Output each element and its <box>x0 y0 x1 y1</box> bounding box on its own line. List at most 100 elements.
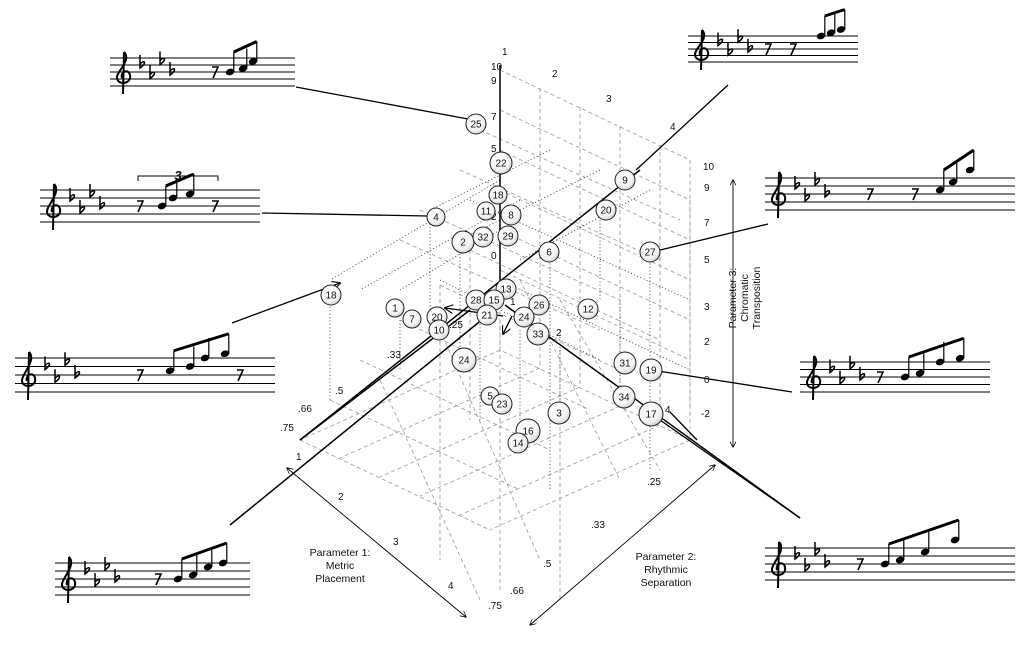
motif-node-label: 2 <box>460 238 466 249</box>
rest-icon <box>867 188 875 201</box>
note-beam <box>824 8 846 18</box>
note-beam <box>888 518 960 546</box>
rhythmic-tick: 2 <box>552 69 558 80</box>
inner-ticks: 10 9 7 5 2 0 .25 1 2 4 <box>449 62 671 416</box>
axis-arrows <box>287 180 733 625</box>
motif-node-label: 19 <box>645 366 657 377</box>
motif-node-label: 29 <box>502 232 514 243</box>
motif-node: 27 <box>639 241 661 263</box>
motif-node: 9 <box>614 169 636 191</box>
staff-fragment <box>55 541 250 604</box>
flat-sign-icon <box>104 557 111 572</box>
note-icon <box>920 548 930 556</box>
note-icon <box>955 354 965 362</box>
motif-node-disc <box>538 241 560 263</box>
motif-node-label: 14 <box>512 439 524 450</box>
motif-node-disc <box>476 304 498 326</box>
metric-tick: 3 <box>393 537 399 548</box>
note-icon <box>225 68 235 76</box>
tuplet-number: 3 <box>174 168 182 183</box>
inner-tick: 7 <box>491 112 497 123</box>
rhythmic-tick: 3 <box>606 94 612 105</box>
flat-sign-icon <box>839 370 846 386</box>
motif-node-disc <box>612 385 636 409</box>
motif-node-disc <box>639 358 663 382</box>
flat-sign-icon <box>84 561 91 576</box>
staff-fragment <box>110 40 295 95</box>
motif-node-label: 34 <box>618 393 630 404</box>
chromatic-tick: 10 <box>703 162 715 173</box>
flat-sign-icon <box>79 200 86 215</box>
motif-node: 23 <box>491 393 513 415</box>
motif-node-label: 17 <box>645 410 657 421</box>
metric-tick: .33 <box>387 350 401 361</box>
flat-sign-icon <box>717 32 724 47</box>
motif-node: 3 <box>547 401 571 425</box>
motif-node: 10 <box>428 319 450 341</box>
motif-node-label: 24 <box>458 356 470 367</box>
inner-tick: 9 <box>491 76 497 87</box>
motif-node: 7 <box>402 309 422 329</box>
motif-node-label: 9 <box>622 176 628 187</box>
note-icon <box>165 367 175 375</box>
note-beam <box>942 148 975 172</box>
note-icon <box>895 556 905 564</box>
motif-node-label: 8 <box>508 211 514 222</box>
motif-node-label: 31 <box>619 359 631 370</box>
note-icon <box>836 26 846 33</box>
motif-node-disc <box>426 207 446 227</box>
motif-node-label: 3 <box>556 409 562 420</box>
rhythmic-tick: .25 <box>647 477 661 488</box>
flat-sign-icon <box>814 172 821 187</box>
motif-node: 26 <box>528 294 550 316</box>
staff-fragment <box>765 518 1015 589</box>
note-icon <box>188 571 198 579</box>
rhythmic-tick: 4 <box>670 122 676 133</box>
motif-node-label: 20 <box>600 206 612 217</box>
motif-node-disc <box>614 169 636 191</box>
treble-clef-icon <box>771 171 787 219</box>
note-icon <box>826 29 836 37</box>
motif-node-disc <box>476 201 496 221</box>
flat-sign-icon <box>64 352 71 367</box>
treble-clef-icon <box>21 351 37 401</box>
flat-sign-icon <box>849 355 856 371</box>
flat-sign-icon <box>54 369 61 384</box>
motif-node: 24 <box>451 347 477 373</box>
motif-node-disc <box>489 151 513 175</box>
chromatic-tick: 9 <box>704 183 710 194</box>
metric-title-line: Metric <box>326 560 355 572</box>
motif-node-label: 7 <box>409 315 415 326</box>
motif-node-disc <box>528 294 550 316</box>
flat-sign-icon <box>747 39 754 54</box>
motif-node-disc <box>488 185 508 205</box>
motif-node-label: 6 <box>546 248 552 259</box>
rhythmic-title-line: Separation <box>641 577 692 589</box>
rhythmic-axis-title: Parameter 2: Rhythmic Separation <box>636 551 697 589</box>
motif-node: 11 <box>476 201 496 221</box>
treble-clef-icon <box>806 355 822 401</box>
motif-node-label: 20 <box>431 313 443 324</box>
metric-tick: 4 <box>448 581 454 592</box>
note-beam <box>908 336 965 359</box>
flat-sign-icon <box>74 365 81 380</box>
flat-sign-icon <box>114 569 121 584</box>
rhythmic-title-line: Parameter 2: <box>636 551 697 563</box>
chromatic-axis-ticks: 10 9 7 5 3 2 0 -2 <box>701 162 715 420</box>
note-icon <box>948 178 958 186</box>
motif-node-label: 13 <box>500 285 512 296</box>
rest-icon <box>237 369 245 382</box>
motif-node: 29 <box>497 225 519 247</box>
motif-node-label: 24 <box>518 313 530 324</box>
motif-node: 8 <box>500 204 522 226</box>
flat-sign-icon <box>69 188 76 203</box>
note-icon <box>200 354 210 362</box>
motif-node-label: 16 <box>522 427 534 438</box>
rhythmic-tick: .33 <box>591 520 605 531</box>
motif-node-label: 25 <box>470 120 482 131</box>
note-icon <box>173 575 183 583</box>
flat-sign-icon <box>824 184 831 199</box>
note-icon <box>185 190 195 198</box>
note-icon <box>185 363 195 370</box>
